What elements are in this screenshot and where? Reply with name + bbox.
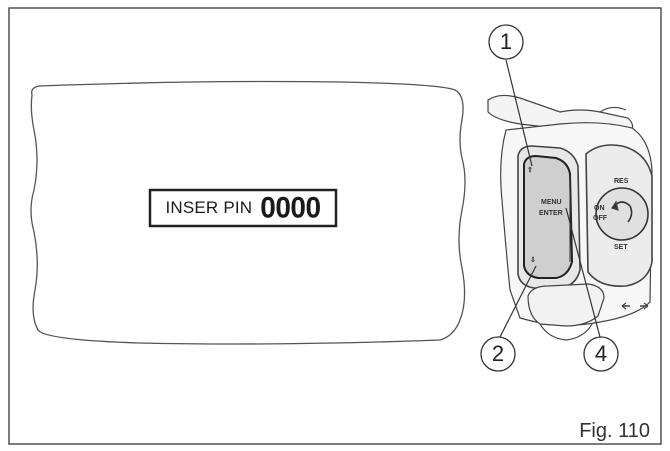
pin-display-box [148,188,338,228]
outer-frame [8,7,662,445]
pin-value: 0000 [260,191,321,224]
callout-circle-1 [488,24,524,60]
callout-number-4: 4 [594,341,608,366]
off-label: OFF [593,215,608,222]
pin-display: INSER PIN 0000 [150,190,336,226]
callout-number-2: 2 [491,341,505,366]
leader-line-4 [565,207,601,338]
figure-caption: Fig. 110 [579,420,650,442]
down-arrow-icon: ⇩ [530,256,536,264]
dashboard-outline [30,80,466,345]
enter-button-label: ENTER [539,210,563,217]
up-arrow-icon: ⇧ [527,166,533,174]
set-button-label: SET [614,244,628,251]
leader-line-2 [499,265,537,338]
menu-button-label: MENU [541,199,562,206]
callout-number-1: 1 [499,29,513,54]
pin-prompt-label: INSER PIN [165,198,253,217]
left-handlebar-switch [487,94,653,341]
on-label: ON [594,205,605,212]
leader-line-1 [505,59,533,167]
res-button-label: RES [614,178,629,185]
callout-circle-4 [583,336,619,372]
callout-circle-2 [480,336,516,372]
leader-lines [499,59,601,338]
